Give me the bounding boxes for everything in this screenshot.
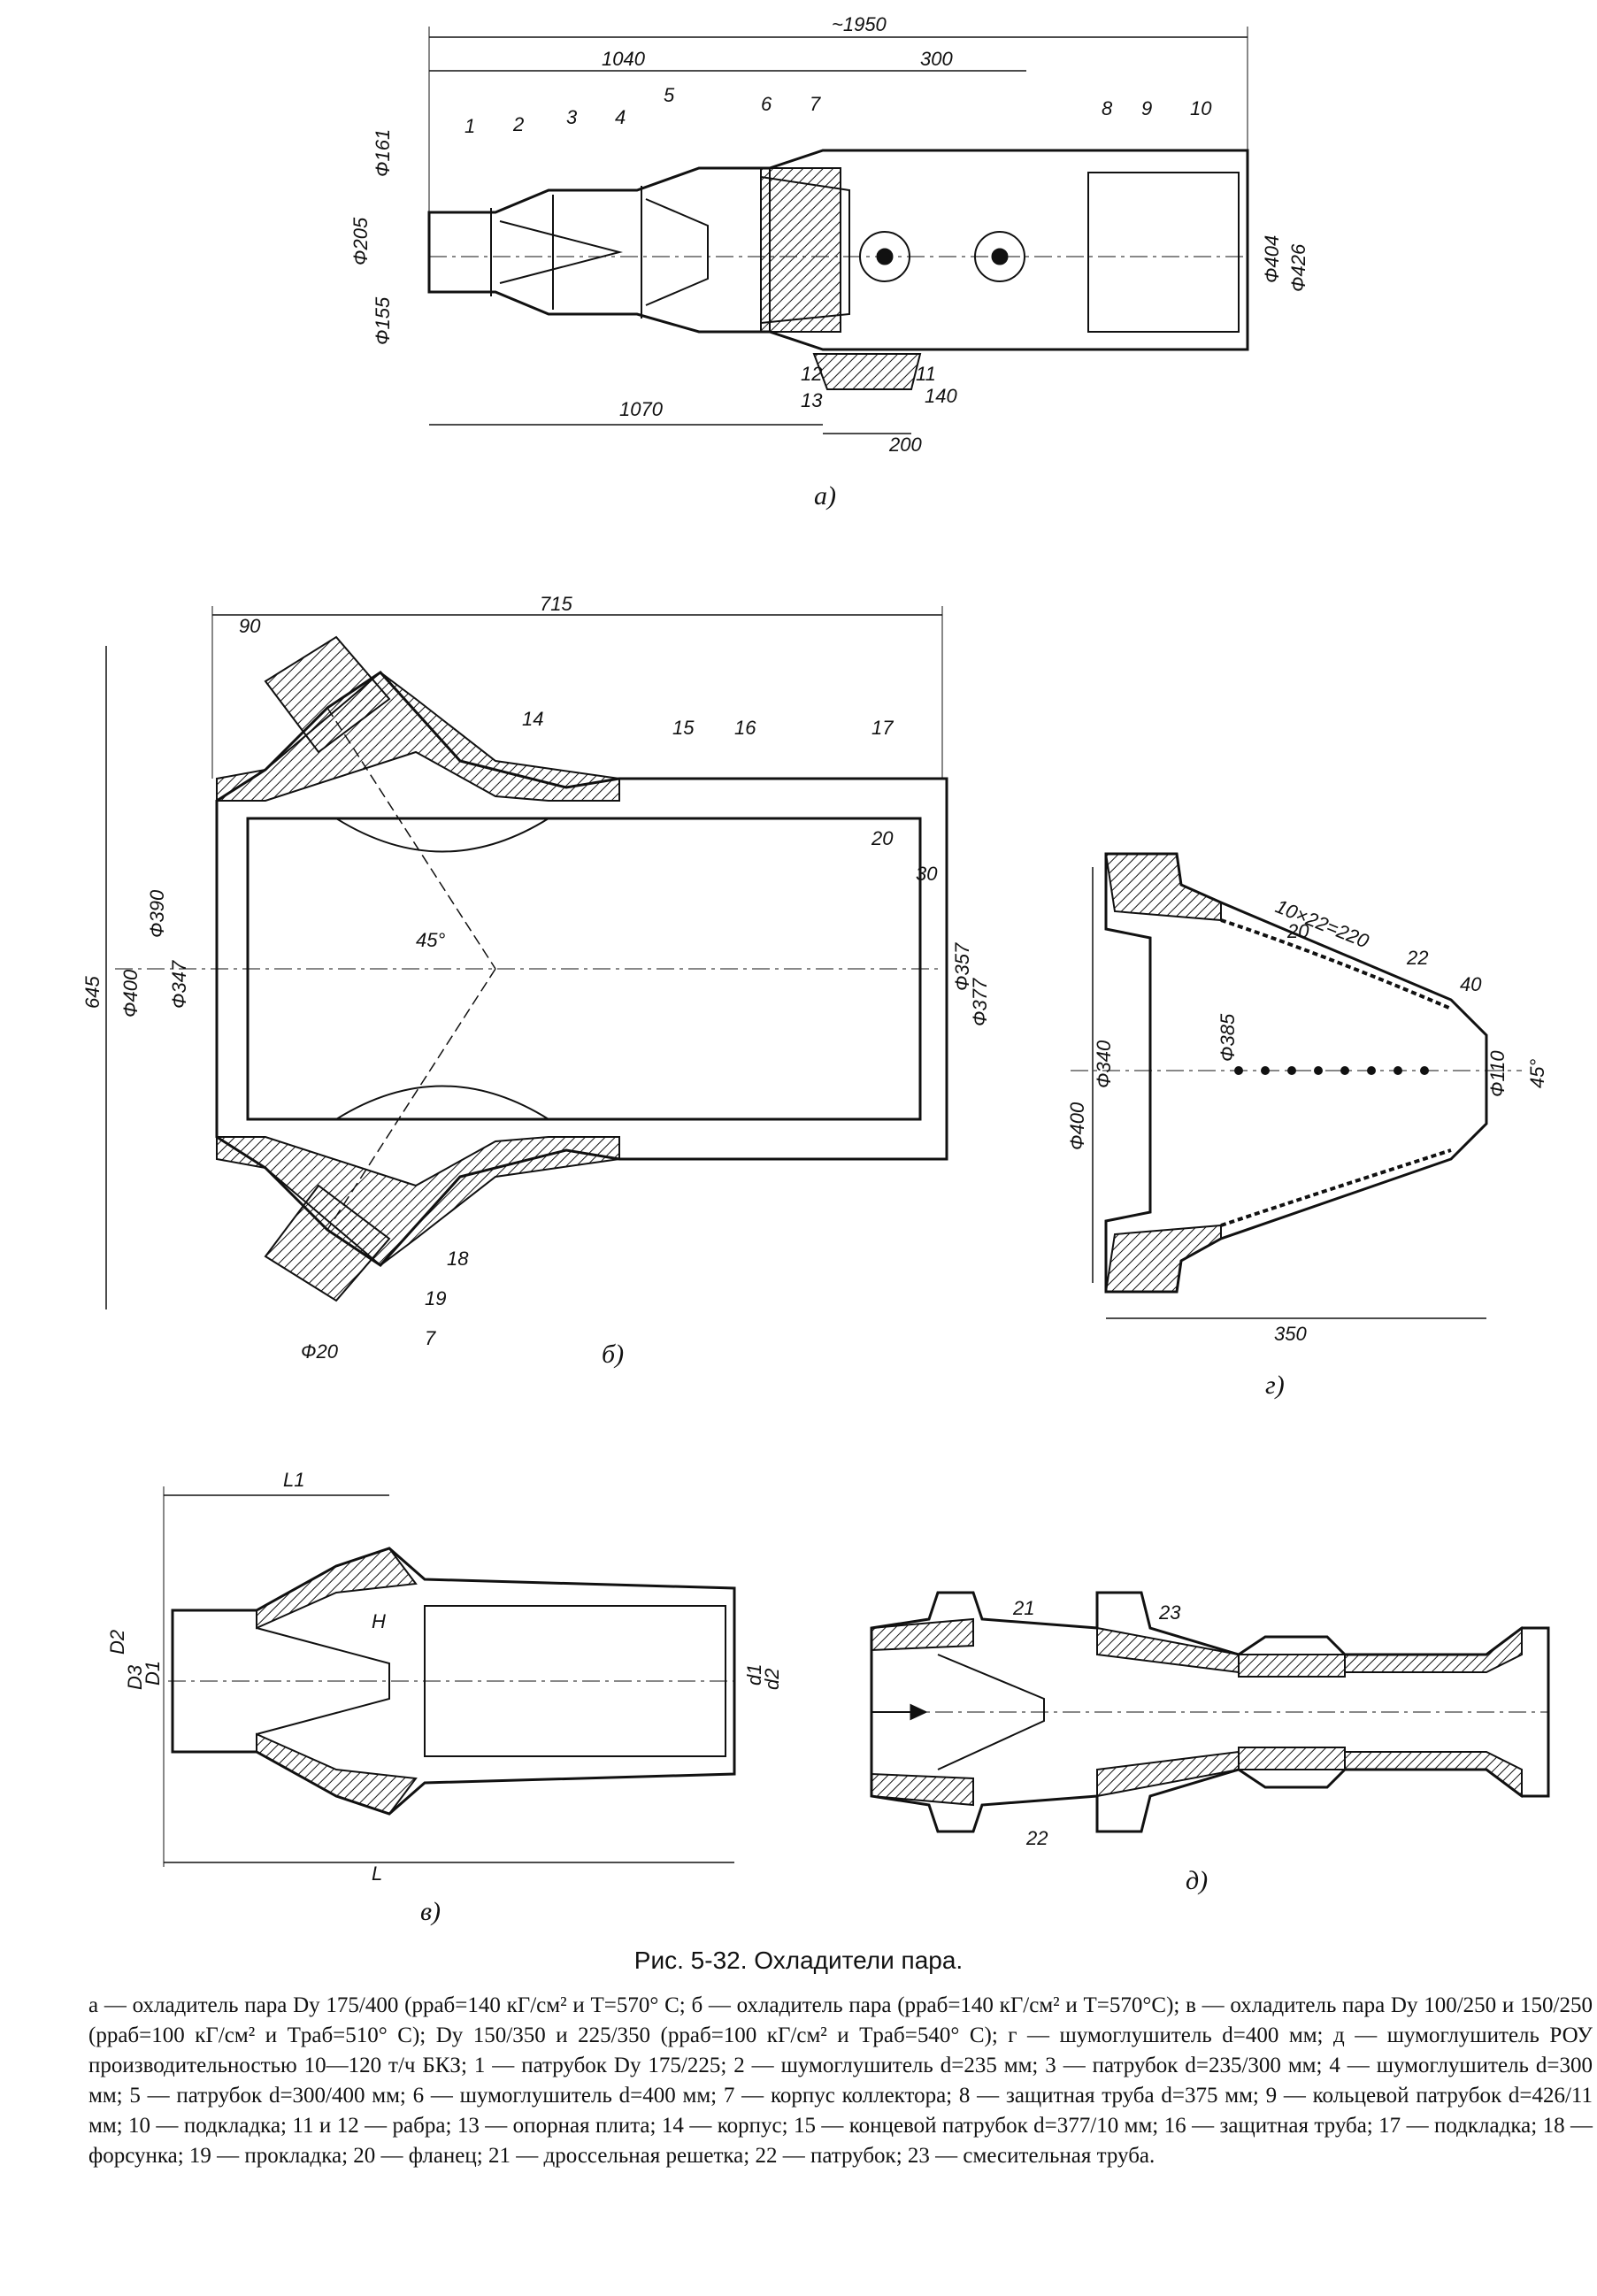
dim-b-11: 45° — [416, 929, 445, 951]
label-a-1: 1 — [465, 115, 475, 137]
view-g — [1071, 852, 1522, 1319]
dim-b-7: Ф357 — [951, 942, 973, 991]
dim-b-4: Ф400 — [119, 969, 142, 1017]
dim-a-5: 200 — [888, 434, 922, 456]
view-d — [870, 1591, 1550, 1833]
label-a-8: 8 — [1102, 97, 1113, 119]
dim-a-2: 1040 — [602, 48, 646, 70]
dim-g-3: 22 — [1406, 947, 1428, 969]
view-a-texts: ~1950 1040 300 1070 200 140 Ф161 Ф205 Ф1… — [349, 13, 1309, 511]
dim-g-2: 20 — [1286, 920, 1309, 942]
dim-g-7: Ф385 — [1217, 1013, 1239, 1062]
label-b-17: 17 — [871, 717, 894, 739]
label-a-2: 2 — [512, 113, 524, 135]
dim-v-5: D1 — [142, 1661, 164, 1686]
dim-a-4: 1070 — [619, 398, 664, 420]
view-v — [163, 1486, 736, 1867]
dim-b-3: 645 — [81, 976, 104, 1009]
dim-b-8: Ф377 — [969, 978, 991, 1026]
label-b-14: 14 — [522, 708, 543, 730]
label-d-22: 22 — [1025, 1827, 1048, 1849]
dim-a-6: 140 — [925, 385, 957, 407]
label-b-16: 16 — [734, 717, 756, 739]
dim-v-8: d2 — [761, 1669, 783, 1690]
dim-b-10: 30 — [916, 863, 938, 885]
label-b-15: 15 — [672, 717, 695, 739]
dim-b-6: Ф347 — [168, 960, 190, 1009]
view-b — [105, 606, 948, 1309]
dim-g-9: 45° — [1526, 1059, 1548, 1088]
dim-v-2: L — [372, 1862, 382, 1885]
dim-b-2: 90 — [239, 615, 261, 637]
dim-a-7: Ф161 — [372, 129, 394, 177]
figure-caption-title: Рис. 5-32. Охладители пара. — [633, 1947, 964, 1974]
view-v-texts: L1 L D2 D3 D1 H d1 d2 в) — [106, 1469, 783, 1926]
label-a-9: 9 — [1141, 97, 1152, 119]
dim-g-8: Ф110 — [1486, 1050, 1509, 1097]
dim-g-5: Ф400 — [1066, 1102, 1088, 1150]
label-b-19: 19 — [425, 1287, 446, 1309]
label-a-3: 3 — [566, 106, 578, 128]
label-d-21: 21 — [1012, 1597, 1034, 1619]
dim-b-12: Ф20 — [301, 1340, 339, 1363]
dim-b-9: 20 — [871, 827, 894, 849]
dim-v-6: H — [372, 1610, 386, 1632]
label-a-13: 13 — [801, 389, 823, 411]
caption-g: г) — [1265, 1371, 1285, 1400]
label-a-7: 7 — [810, 93, 821, 115]
dim-v-3: D2 — [106, 1630, 128, 1655]
dim-g-6: Ф340 — [1093, 1040, 1115, 1088]
dim-g-4: 40 — [1460, 973, 1482, 995]
caption-v: в) — [420, 1897, 441, 1926]
technical-drawing: ~1950 1040 300 1070 200 140 Ф161 Ф205 Ф1… — [81, 13, 1550, 1926]
dim-a-3: 300 — [920, 48, 953, 70]
label-d-23: 23 — [1158, 1601, 1181, 1624]
dim-b-1: 715 — [540, 593, 572, 615]
caption-d: д) — [1186, 1866, 1208, 1895]
dim-b-5: Ф390 — [146, 889, 168, 938]
label-a-11: 11 — [916, 363, 936, 385]
label-a-10: 10 — [1190, 97, 1212, 119]
dim-a-10: Ф404 — [1261, 235, 1283, 283]
dim-a-9: Ф155 — [372, 296, 394, 345]
view-g-dots — [1234, 1066, 1429, 1075]
dim-a-8: Ф205 — [349, 217, 372, 265]
label-b-7: 7 — [425, 1327, 436, 1349]
view-b-texts: 715 90 645 Ф400 Ф390 Ф347 Ф357 Ф377 20 3… — [81, 593, 991, 1369]
dim-a-11: Ф426 — [1287, 243, 1309, 292]
label-a-6: 6 — [761, 93, 772, 115]
caption-b: б) — [602, 1340, 624, 1369]
dim-a-1: ~1950 — [832, 13, 887, 35]
dim-g-10: 350 — [1274, 1323, 1307, 1345]
dim-v-7: d1 — [743, 1664, 765, 1686]
dim-v-4: D3 — [124, 1664, 146, 1690]
label-b-18: 18 — [447, 1248, 469, 1270]
label-a-12: 12 — [801, 363, 822, 385]
label-a-5: 5 — [664, 84, 675, 106]
label-a-4: 4 — [615, 106, 626, 128]
figure-caption-body: а — охладитель пара Dу 175/400 (pраб=140… — [88, 1993, 1593, 2168]
dim-v-1: L1 — [283, 1469, 304, 1491]
view-d-texts: 21 22 23 д) — [1012, 1597, 1208, 1895]
caption-a: а) — [814, 481, 836, 511]
view-a — [427, 27, 1249, 434]
